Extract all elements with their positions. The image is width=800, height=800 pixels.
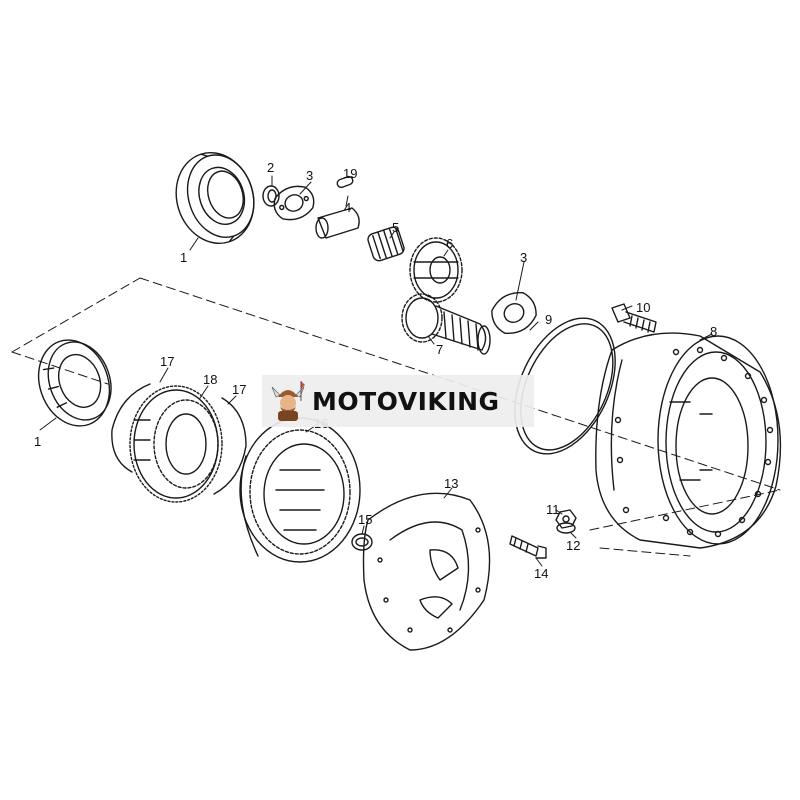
watermark-banner: MOTOVIKING [262, 375, 534, 427]
part-19-pin [336, 176, 354, 189]
callout-4: 4 [344, 200, 351, 215]
part-2-ring [263, 186, 279, 206]
callout-9: 9 [545, 312, 552, 327]
callout-17-right: 17 [232, 382, 246, 397]
part-10-bolt [612, 304, 656, 332]
callout-18: 18 [203, 372, 217, 387]
callout-1-lower: 1 [34, 434, 41, 449]
viking-mascot-logo-icon [271, 381, 305, 421]
callout-labels: 1 2 3 19 4 5 6 3 7 10 9 8 1 17 18 17 16 … [34, 160, 717, 581]
callout-12: 12 [566, 538, 580, 553]
callout-1-upper: 1 [180, 250, 187, 265]
part-1-bearing-lower [27, 329, 123, 436]
callout-3-upper: 3 [306, 168, 313, 183]
part-12-washer [557, 523, 575, 533]
part-16-ring-gear [240, 418, 360, 562]
part-13-cover-plate [364, 493, 490, 650]
callout-10: 10 [636, 300, 650, 315]
part-3-washer-lower [485, 286, 542, 341]
part-4-sleeve [316, 208, 359, 238]
part-9-o-ring [495, 302, 636, 470]
callout-14: 14 [534, 566, 548, 581]
callout-17-left: 17 [160, 354, 174, 369]
part-15-washer [352, 534, 372, 550]
callout-8: 8 [710, 324, 717, 339]
part-17-snap-ring-left [112, 384, 150, 472]
part-7-spline-shaft [402, 294, 490, 354]
brand-wordmark: MOTOVIKING [312, 386, 500, 416]
callout-11: 11 [546, 502, 560, 517]
part-11-nut [556, 510, 576, 528]
callout-2: 2 [267, 160, 274, 175]
part-17-snap-ring-right [214, 398, 246, 494]
part-5-needle-bearing [366, 226, 405, 263]
part-3-washer-upper [270, 181, 319, 225]
part-8-hub-housing [596, 333, 781, 548]
callout-13: 13 [444, 476, 458, 491]
part-1-bearing-upper [165, 143, 266, 254]
callout-7: 7 [436, 342, 443, 357]
callout-5: 5 [392, 220, 399, 235]
callout-3-lower: 3 [520, 250, 527, 265]
leader-lines [39, 175, 713, 567]
part-14-bolt [510, 536, 546, 558]
part-18-planet-carrier [130, 386, 222, 502]
callout-15: 15 [358, 512, 372, 527]
callout-19: 19 [343, 166, 357, 181]
callout-6: 6 [446, 236, 453, 251]
part-6-planet-gear [410, 238, 462, 302]
